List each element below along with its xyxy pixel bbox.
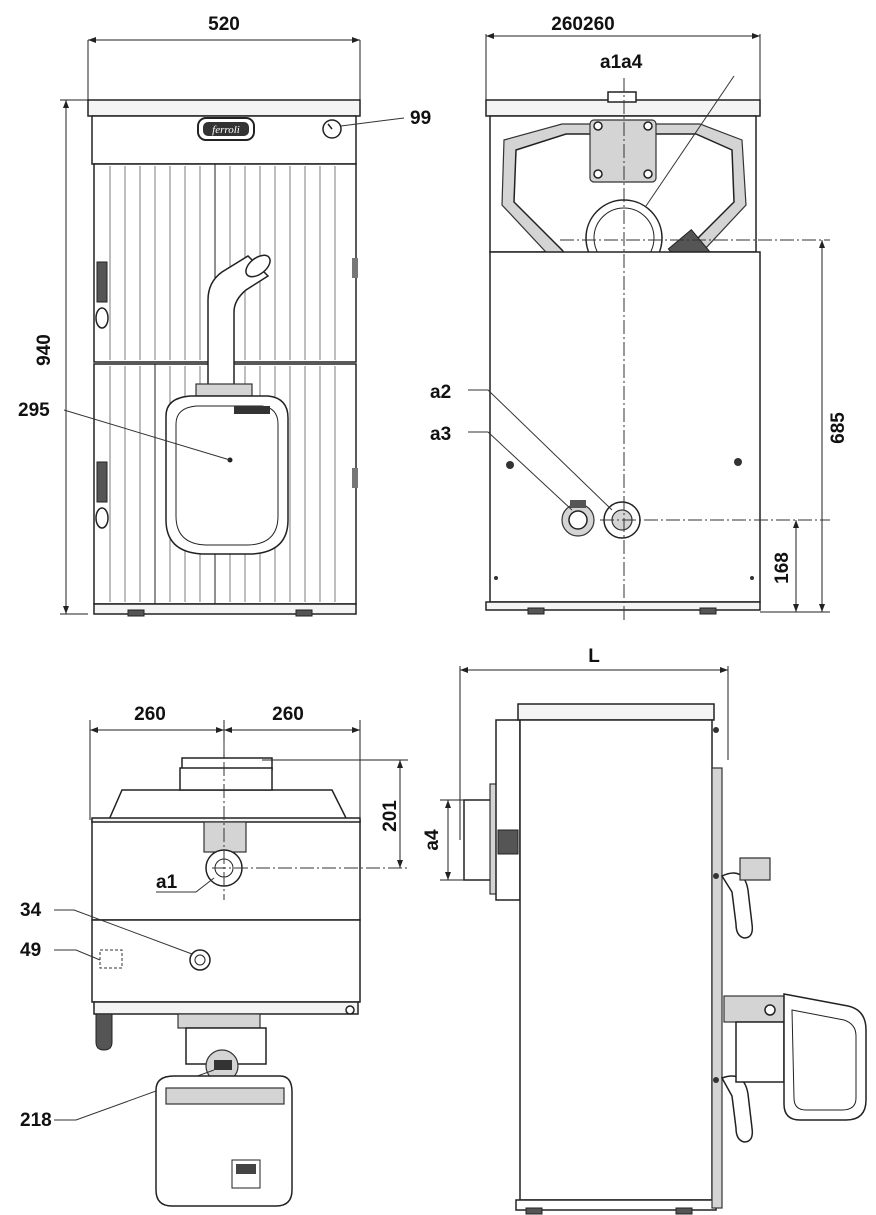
front-base bbox=[93, 603, 357, 615]
dimension-label-L: L bbox=[588, 646, 600, 667]
leader-a2 bbox=[468, 389, 613, 511]
side-body bbox=[519, 719, 713, 1201]
upper-handle bbox=[95, 307, 109, 329]
dimension-label-260-left: 260 bbox=[134, 704, 166, 725]
rear-base bbox=[485, 601, 761, 611]
dimension-201: 201 bbox=[262, 759, 408, 868]
flue-flange bbox=[589, 119, 657, 183]
callout-a2: a2 bbox=[430, 382, 451, 403]
side-top-lid bbox=[517, 703, 715, 721]
right-latch-upper bbox=[352, 258, 358, 278]
dimension-168: 168 bbox=[772, 520, 799, 612]
thermometer-gauge bbox=[322, 119, 342, 139]
burner-mount bbox=[177, 1013, 261, 1029]
callout-99: 99 bbox=[410, 108, 431, 129]
leader-a4-rear bbox=[645, 75, 735, 207]
svg-text:ferroli: ferroli bbox=[212, 124, 240, 136]
side-burner-body bbox=[783, 993, 867, 1121]
side-upper-handle bbox=[720, 872, 754, 939]
dimension-label-168: 168 bbox=[772, 552, 793, 584]
front-top-lid bbox=[87, 99, 361, 117]
rear-view: 260260 a1a4 a2 bbox=[430, 14, 849, 620]
burner-front bbox=[165, 254, 289, 555]
lower-hinge bbox=[96, 461, 108, 503]
leader-49 bbox=[54, 949, 101, 961]
top-base-plate bbox=[93, 1001, 359, 1015]
rear-lower-panel bbox=[489, 251, 761, 603]
dimension-685: 685 bbox=[760, 240, 849, 613]
dimension-front-width: 520 bbox=[87, 14, 361, 100]
callout-295: 295 bbox=[18, 400, 50, 421]
dimension-label-201: 201 bbox=[380, 800, 401, 832]
connection-a3 bbox=[561, 500, 595, 537]
leader-295 bbox=[63, 409, 231, 461]
callout-218: 218 bbox=[20, 1110, 52, 1131]
dimension-label-260260: 260260 bbox=[551, 14, 614, 35]
leader-34 bbox=[54, 909, 193, 955]
dimension-label-520: 520 bbox=[208, 14, 240, 35]
callout-a1: a1 bbox=[156, 872, 178, 893]
right-latch-lower bbox=[352, 468, 358, 488]
dimension-label-940: 940 bbox=[34, 334, 55, 366]
side-door-edge bbox=[711, 767, 723, 1209]
dimension-label-685: 685 bbox=[828, 412, 849, 444]
top-connection-bracket bbox=[203, 821, 247, 853]
leader-a1 bbox=[156, 877, 215, 893]
dimension-height: 940 bbox=[34, 99, 88, 615]
leader-a3 bbox=[468, 431, 573, 511]
dimension-label-a4: a4 bbox=[422, 829, 443, 851]
dimension-rear-width: 260260 bbox=[485, 14, 761, 100]
dimension-top-widths: 260 260 bbox=[89, 704, 361, 820]
ferroli-logo: ferroli bbox=[197, 117, 255, 141]
callout-a1a4: a1a4 bbox=[600, 52, 643, 73]
callout-34: 34 bbox=[20, 900, 42, 921]
front-foot-right bbox=[295, 609, 313, 617]
dimension-length: L bbox=[459, 646, 729, 840]
dimension-label-260-right: 260 bbox=[272, 704, 304, 725]
upper-hinge bbox=[96, 261, 108, 303]
callout-a3: a3 bbox=[430, 424, 451, 445]
callout-49: 49 bbox=[20, 940, 41, 961]
side-view: L a4 bbox=[422, 646, 867, 1215]
lower-handle bbox=[95, 507, 109, 529]
top-view: 260 260 201 a1 34 49 bbox=[20, 704, 408, 1207]
front-view: 520 940 ferroli 99 bbox=[18, 14, 431, 617]
side-lower-handle bbox=[720, 1075, 754, 1143]
leader-99 bbox=[340, 117, 405, 127]
front-foot-left bbox=[127, 609, 145, 617]
